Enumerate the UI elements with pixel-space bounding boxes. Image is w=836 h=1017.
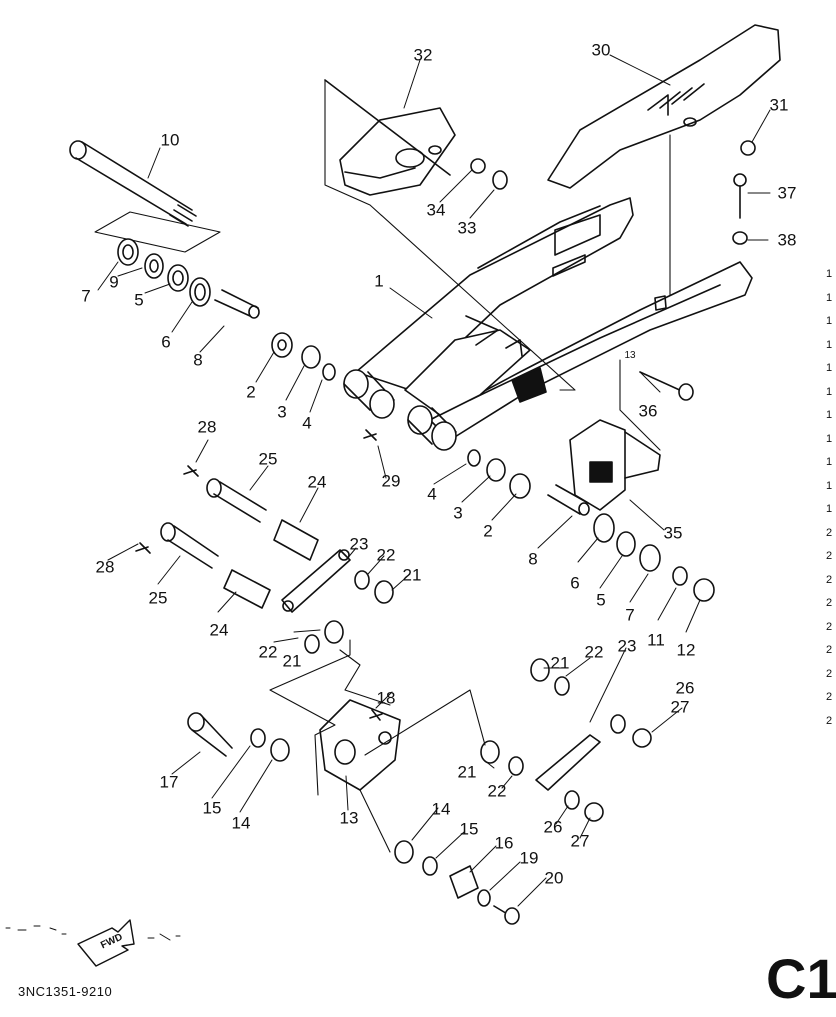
callout-35: 35	[663, 523, 683, 543]
callout-24: 24	[307, 472, 327, 492]
callout-18: 18	[376, 688, 396, 708]
callout-21: 21	[282, 651, 302, 671]
callout-22: 22	[584, 642, 604, 662]
callout-19: 19	[519, 848, 539, 868]
edge-index-8: 1	[826, 456, 833, 468]
edge-index-13: 2	[826, 573, 833, 586]
edge-index-11: 2	[826, 526, 833, 539]
callout-23: 23	[617, 636, 637, 656]
callout-16: 16	[494, 833, 514, 853]
callout-6: 6	[161, 332, 171, 352]
swingarm	[343, 197, 753, 451]
chain-slider	[569, 419, 661, 511]
edge-index-4: 1	[826, 362, 833, 374]
leader-lines	[97, 54, 771, 907]
edge-index-3: 1	[826, 338, 833, 351]
callout-38: 38	[777, 230, 797, 250]
callout-13: 13	[339, 808, 359, 828]
pivot-shaft	[69, 140, 197, 227]
callout-1: 1	[374, 271, 384, 291]
callout-8: 8	[193, 350, 203, 370]
callout-4: 4	[427, 484, 437, 504]
callout-20: 20	[544, 868, 564, 888]
callout-6: 6	[570, 573, 580, 593]
edge-index-6: 1	[826, 409, 833, 421]
callout-21: 21	[550, 653, 570, 673]
callout-15: 15	[459, 819, 479, 839]
callout-10: 10	[160, 130, 180, 150]
edge-index-12: 2	[826, 550, 833, 562]
callout-34: 34	[426, 200, 446, 220]
callout-3: 3	[453, 503, 463, 523]
edge-index-9: 1	[826, 479, 833, 492]
callout-15: 15	[202, 798, 222, 818]
callout-28: 28	[95, 557, 115, 577]
left-bearing-stack	[117, 238, 336, 381]
edge-index-17: 2	[826, 667, 833, 680]
callout-13-mark: 13	[624, 350, 636, 361]
callout-5: 5	[134, 290, 144, 310]
callout-30: 30	[591, 40, 611, 60]
callout-25: 25	[258, 449, 278, 469]
callout-8: 8	[528, 549, 538, 569]
right-bearing-stack	[467, 449, 715, 602]
scan-speckle	[5, 925, 181, 941]
callout-4: 4	[302, 413, 312, 433]
edge-index-14: 2	[826, 597, 833, 609]
callout-7: 7	[81, 286, 91, 306]
callout-21: 21	[402, 565, 422, 585]
callout-14: 14	[231, 813, 251, 833]
callout-29: 29	[381, 471, 401, 491]
rear-linkage	[135, 140, 756, 925]
chain-case	[547, 24, 781, 189]
callout-31: 31	[769, 95, 789, 115]
edge-index-16: 2	[826, 644, 833, 656]
callout-9: 9	[109, 272, 119, 292]
callout-37: 37	[777, 183, 797, 203]
edge-index-2: 1	[826, 315, 833, 327]
callout-14: 14	[431, 799, 451, 819]
edge-index-1: 1	[826, 291, 833, 304]
fwd-arrow	[77, 919, 135, 967]
edge-index-19: 2	[826, 714, 833, 727]
callout-24: 24	[209, 620, 229, 640]
callout-7: 7	[625, 605, 635, 625]
callout-22: 22	[487, 781, 507, 801]
callout-5: 5	[596, 590, 606, 610]
callout-17: 17	[159, 772, 179, 792]
callout-26: 26	[543, 817, 563, 837]
callout-2: 2	[483, 521, 493, 541]
edge-index-15: 2	[826, 620, 833, 633]
callout-25: 25	[148, 588, 168, 608]
callout-27: 27	[570, 831, 590, 851]
callout-12: 12	[676, 640, 696, 660]
drawing-code: 3NC1351-9210	[18, 984, 113, 999]
callout-26: 26	[675, 678, 695, 698]
page-id: C1	[766, 947, 836, 1010]
callout-22: 22	[376, 545, 396, 565]
callout-27: 27	[670, 697, 690, 717]
callout-33: 33	[457, 218, 477, 238]
callout-23: 23	[349, 534, 369, 554]
edge-index-5: 1	[826, 385, 833, 398]
callout-11: 11	[647, 630, 665, 650]
edge-index-18: 2	[826, 691, 833, 703]
callout-2: 2	[246, 382, 256, 402]
edge-index-7: 1	[826, 432, 833, 445]
callout-28: 28	[197, 417, 217, 437]
chain-puller	[339, 107, 456, 196]
callout-21: 21	[457, 762, 477, 782]
callout-36: 36	[638, 401, 658, 421]
callout-3: 3	[277, 402, 287, 422]
edge-index-10: 1	[826, 503, 833, 515]
callout-32: 32	[413, 45, 433, 65]
edge-index-0: 1	[826, 268, 833, 280]
callout-22: 22	[258, 642, 278, 662]
